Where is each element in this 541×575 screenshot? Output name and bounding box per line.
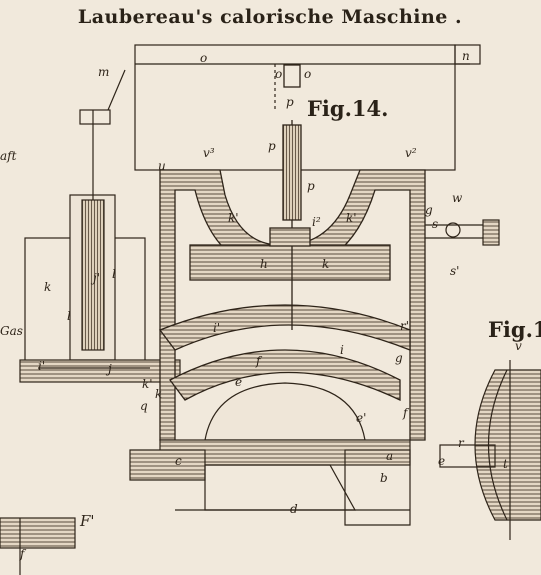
- fig1-drawing: [439, 360, 541, 540]
- label-r-prime: r': [400, 319, 410, 333]
- label-r: r: [458, 436, 464, 450]
- label-left-word-1: aft: [0, 149, 17, 163]
- figure-1-label: Fig.1: [488, 317, 541, 342]
- label-k-prime-right: k': [346, 211, 357, 225]
- label-i2: i²: [312, 215, 321, 229]
- right-valve: [425, 219, 500, 246]
- label-q: q: [140, 399, 148, 413]
- figure-14-label: Fig.14.: [307, 96, 389, 121]
- label-k-small2: k: [155, 387, 163, 401]
- label-nu: v: [515, 339, 522, 353]
- plate-title: Laubereau's calorische Maschine .: [77, 6, 463, 28]
- label-h: h: [260, 257, 268, 271]
- label-v2: v²: [405, 146, 417, 160]
- label-i1: i': [38, 359, 46, 373]
- label-d: d: [290, 502, 298, 516]
- label-a: a: [386, 449, 394, 463]
- label-j: j: [108, 362, 112, 376]
- label-f-small: f: [403, 406, 408, 420]
- label-k-small: k: [322, 257, 330, 271]
- label-e-prime: e': [356, 411, 367, 425]
- firebox: [129, 382, 411, 526]
- label-g-small: g: [395, 351, 403, 365]
- piston-rod: [269, 64, 311, 330]
- label-b: b: [380, 471, 388, 485]
- label-o-left: o: [275, 67, 283, 81]
- label-k-prime-left: k': [228, 211, 239, 225]
- label-p-top: p: [286, 95, 294, 109]
- label-f-lower: f: [256, 354, 261, 368]
- label-p-mid: p: [268, 139, 276, 153]
- label-v3: v³: [203, 146, 215, 160]
- label-left-word-2: Gas: [0, 324, 23, 338]
- label-e-right: e: [438, 454, 446, 468]
- label-u: u: [158, 159, 166, 173]
- label-m: m: [98, 65, 110, 79]
- label-f-bottom: f: [20, 547, 25, 561]
- label-s-prime: s': [450, 264, 460, 278]
- label-i-lower: i: [340, 343, 344, 357]
- label-c: c: [175, 454, 182, 468]
- label-g: g: [425, 203, 433, 217]
- main-vessel: [158, 169, 426, 441]
- fragment-bottom-left: [0, 517, 76, 575]
- label-o: o: [200, 51, 208, 65]
- label-j-prime: j': [93, 271, 101, 285]
- label-t: t: [503, 457, 508, 471]
- label-o-right: o: [304, 67, 312, 81]
- label-l: l: [112, 267, 116, 281]
- label-p-low: p: [307, 179, 315, 193]
- label-e-arc: e: [235, 375, 243, 389]
- left-pump: [19, 69, 181, 383]
- label-s: s: [432, 217, 439, 231]
- label-k-big: k: [44, 280, 52, 294]
- label-n: n: [462, 49, 470, 63]
- label-i-prime: i': [213, 321, 221, 335]
- label-l-lower: l: [67, 309, 71, 323]
- label-w: w: [452, 191, 463, 205]
- label-kk-small: k': [142, 377, 153, 391]
- label-F-prime: F': [80, 512, 95, 530]
